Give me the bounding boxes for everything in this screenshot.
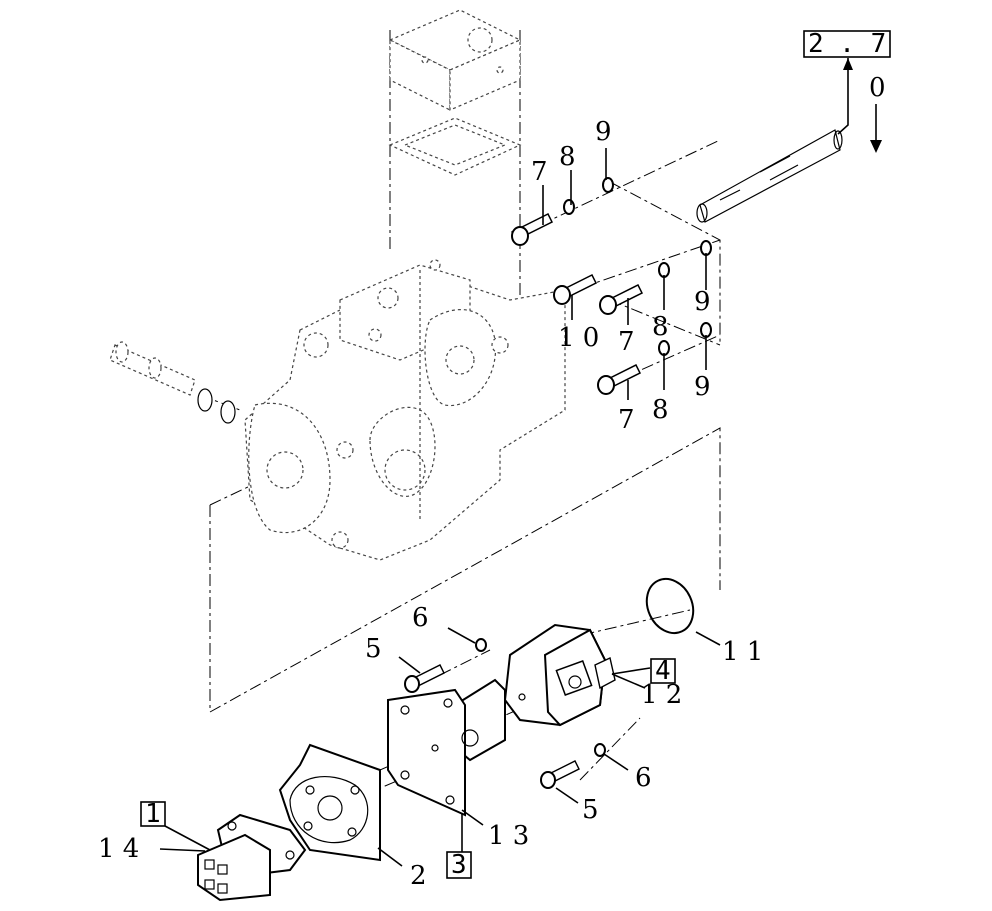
reference-label: 2 . 7 (808, 29, 886, 59)
callout-box-3 (446, 851, 472, 879)
callout-13: 1 3 (488, 821, 529, 851)
washer-9-mid (700, 240, 712, 256)
washer-9-upper (602, 177, 614, 193)
reference-arrowhead-down (870, 140, 882, 153)
pump-section-13 (387, 678, 506, 817)
callout-4: 4 (655, 656, 671, 686)
callout-14: 1 4 (98, 834, 139, 864)
hydraulic-motor-14 (197, 813, 307, 902)
cap-screw-7-upper (510, 212, 554, 246)
callout-5-lower: 5 (582, 795, 599, 825)
main-pump-housing-phantom (244, 259, 566, 561)
cap-screw-10 (553, 273, 598, 305)
callout-5-upper: 5 (365, 634, 382, 664)
adapter-plate-2 (278, 743, 381, 862)
callout-3: 3 (451, 850, 467, 880)
reference-arrow-label: 0 (869, 73, 886, 103)
callout-7-mid: 7 (618, 327, 635, 357)
drive-shaft (696, 129, 843, 223)
left-shaft-phantom (109, 341, 236, 424)
reference-box (803, 30, 891, 58)
callout-7-lower: 7 (618, 405, 635, 435)
leader-lines (159, 148, 721, 867)
callout-7-upper: 7 (531, 157, 548, 187)
callout-6-lower: 6 (635, 763, 652, 793)
callout-box-1 (140, 801, 166, 827)
callout-9-lower: 9 (694, 372, 711, 402)
reference-indicator: 2 . 7 0 (803, 29, 891, 153)
valve-block-phantom (388, 9, 522, 176)
callout-8-upper: 8 (559, 142, 576, 172)
o-ring-11 (645, 577, 695, 635)
callout-11: 1 1 (722, 637, 763, 667)
washer-9-lower (700, 322, 712, 338)
callout-8-lower: 8 (652, 395, 669, 425)
reference-arrowhead-up (843, 58, 853, 70)
callout-9-mid: 9 (694, 287, 711, 317)
cap-screw-7-lower (597, 363, 642, 395)
gear-pump-body (503, 623, 616, 727)
number-callouts: 7 8 9 1 0 7 8 9 7 8 9 1 1 1 2 6 5 6 5 1 … (98, 117, 763, 891)
cap-screw-7-mid (599, 283, 644, 315)
callout-6-upper: 6 (412, 603, 429, 633)
callout-9-upper: 9 (595, 117, 612, 147)
callout-12: 1 2 (641, 680, 682, 710)
washer-8-mid (658, 262, 670, 278)
callout-10: 1 0 (558, 323, 599, 353)
washer-8-upper (563, 199, 575, 215)
callout-8-mid: 8 (652, 312, 669, 342)
boxed-callouts: 1 3 4 (140, 656, 676, 880)
callout-box-4 (650, 658, 676, 684)
callout-2: 2 (410, 861, 427, 891)
lower-screws (404, 638, 606, 789)
callout-1: 1 (145, 799, 161, 829)
washer-8-lower (658, 340, 670, 356)
